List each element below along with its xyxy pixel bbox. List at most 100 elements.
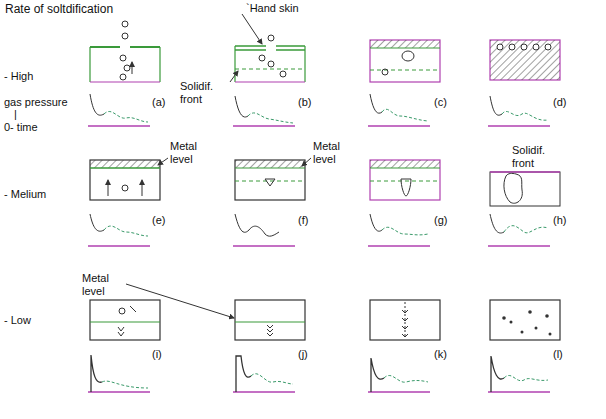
graph-h-part [504,226,548,233]
panel-j-part [267,325,273,336]
graph-c-part [382,109,428,121]
panel-d-part [545,44,551,50]
panel-g-part [370,168,440,169]
graph-d-part [502,111,548,120]
panel-b-part [235,81,305,82]
row-label: - High [4,70,33,83]
graph-j [233,356,295,392]
panel-g-part [370,160,440,200]
panel-i-part [130,306,136,312]
panel-b-part [235,46,305,82]
panel-l [490,300,560,340]
panel-d-part [490,40,560,80]
panel-e-part [108,180,109,196]
graph-g-part [370,214,382,231]
panel-h-part [490,172,560,206]
graph-g-part [382,227,428,235]
panel-letter: (h) [553,214,566,227]
panel-e-part [158,158,168,165]
graph-e [88,214,150,246]
panel-l-part [521,331,524,334]
graph-k [368,358,430,392]
panel-e-part [122,185,128,191]
graph-h [488,214,550,246]
graph-b-part [248,113,293,123]
panel-letter: (j) [298,348,308,361]
graph-k-part [384,376,428,383]
panel-a-part [90,46,160,48]
panel-b-part [235,69,305,70]
graph-l-part [488,391,550,392]
graph-b [233,96,295,126]
callout-label: Metal level [313,140,353,166]
panel-letter: (e) [152,214,165,227]
panel-i-part [119,308,125,314]
panel-l-part [490,300,560,340]
panel-i [90,300,160,340]
graph-h-part [490,214,504,233]
panel-l-part [510,321,513,324]
graph-j-part [233,391,295,392]
panel-f-part [235,160,305,168]
graph-a-part [88,125,150,126]
panel-g-part [370,181,440,182]
panel-k-part [370,300,440,340]
graph-c [368,94,430,126]
panel-e-part [90,167,160,169]
panel-a-part [90,47,160,82]
panel-b-part [268,35,274,41]
panel-b-part [280,71,286,77]
panel-a-part [132,62,133,74]
graph-i-part [102,381,148,388]
graph-k-part [368,391,430,392]
panel-d-part [497,44,503,50]
panel-letter: (c) [434,96,447,109]
graph-b-part [235,96,248,117]
axis-label: 0- time [4,121,38,134]
callout-label: Solidif. front [180,80,228,106]
graph-l-part [491,356,504,392]
panel-letter: (d) [553,96,566,109]
graph-l-part [504,375,548,380]
panel-e-part [90,160,160,168]
graph-e-part [90,214,104,231]
row-label: - Melium [4,188,46,201]
panel-letter: (i) [152,348,162,361]
panel-j-part [126,284,234,318]
panel-d-part [509,44,515,50]
graph-f [233,214,295,246]
panel-letter: (g) [434,214,447,227]
panel-e [90,158,168,200]
panel-a-part [90,81,160,82]
panel-b-part [242,14,262,44]
axis-mark: | [14,108,17,121]
panel-letter: (b) [298,96,311,109]
graph-f-part [235,214,279,236]
panel-b [230,14,305,82]
graph-l [488,356,550,392]
row-label: - Low [4,314,31,327]
panel-e-part [142,180,143,196]
callout-label: `Hand skin [246,2,299,15]
panel-l-part [502,316,506,320]
graph-b-part [233,125,295,126]
graph-d-part [490,96,502,115]
panel-g-part [401,179,411,196]
panel-a-part [120,74,126,80]
panel-d [490,40,560,80]
callout-label: Metal level [82,272,122,298]
graph-e-part [104,226,148,236]
panel-a-part [122,33,128,39]
panel-f [235,158,311,200]
panel-f-part [265,179,275,186]
panel-c-part [382,69,388,75]
panel-c [370,40,440,82]
panel-letter: (k) [434,348,447,361]
panel-d-part [521,44,527,50]
panel-letter: (l) [553,348,563,361]
panel-c-part [370,40,440,82]
panel-l-part [545,314,549,318]
panel-b-part [259,55,265,61]
graph-f-part [233,245,295,246]
